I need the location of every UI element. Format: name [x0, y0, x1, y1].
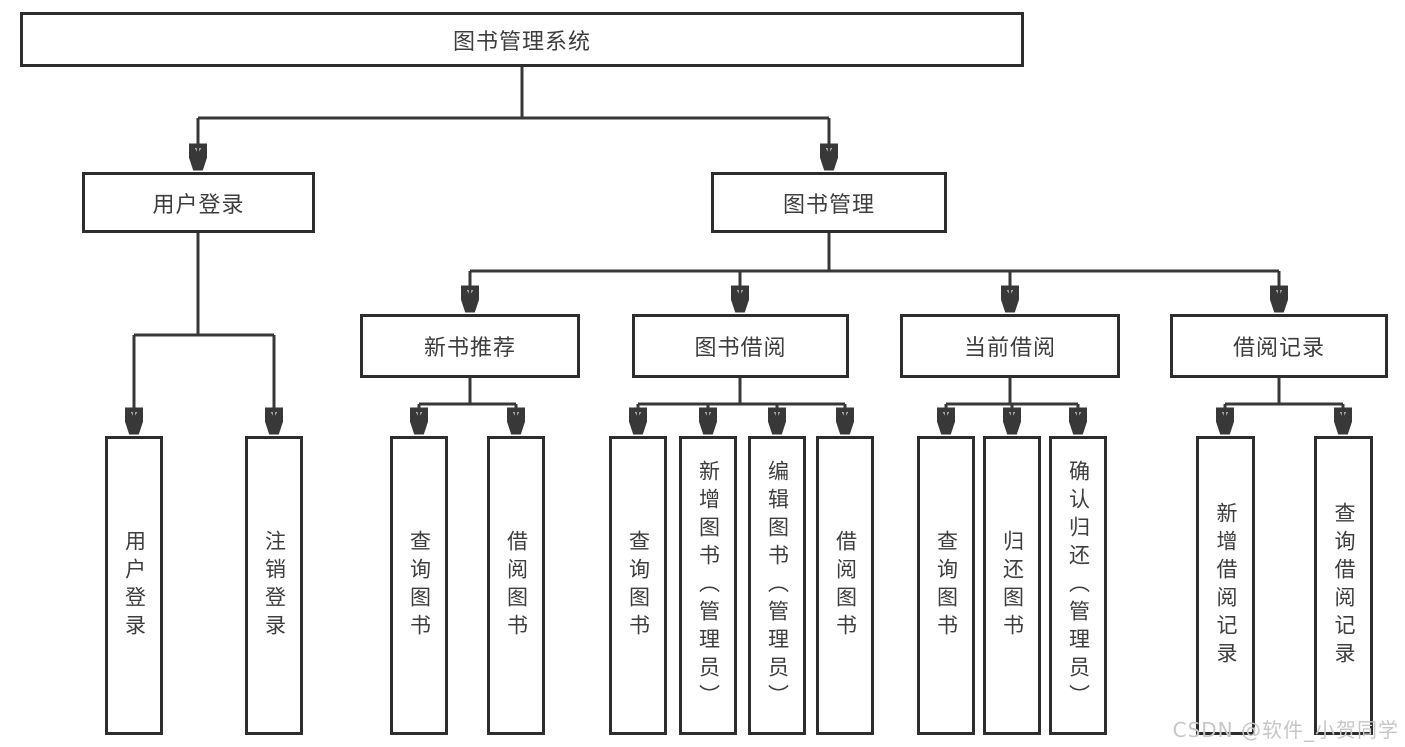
leaf-bb-query-book: 查询图书	[609, 436, 667, 735]
leaf-user-login-label: 用户登录	[122, 529, 147, 642]
leaf-cb-return-book: 归还图书	[983, 436, 1041, 735]
node-book-borrow-label: 图书借阅	[694, 336, 787, 361]
leaf-br-add-record-label: 新增借阅记录	[1214, 501, 1238, 670]
node-user-login: 用户登录	[82, 172, 315, 233]
leaf-nbr-borrow-book: 借阅图书	[487, 436, 545, 735]
leaf-user-login: 用户登录	[105, 436, 163, 735]
leaf-br-query-record-label: 查询借阅记录	[1332, 501, 1356, 670]
leaf-bb-edit-book-admin: 编辑图书（管理员）	[748, 436, 806, 735]
connector-book-borrow	[638, 378, 845, 406]
node-borrow-records-label: 借阅记录	[1232, 336, 1325, 361]
leaf-nbr-query-book: 查询图书	[390, 436, 448, 735]
csdn-watermark: CSDN @软件_小贺同学	[1172, 718, 1399, 742]
leaf-bb-add-book-admin: 新增图书（管理员）	[679, 436, 737, 735]
leaf-bb-add-book-admin-label: 新增图书（管理员）	[696, 459, 721, 712]
leaf-nbr-borrow-book-label: 借阅图书	[504, 529, 529, 642]
node-root: 图书管理系统	[20, 12, 1024, 67]
leaf-cb-query-book-label: 查询图书	[934, 529, 959, 642]
node-borrow-records: 借阅记录	[1170, 314, 1388, 378]
node-book-management-label: 图书管理	[782, 192, 875, 218]
leaf-bb-borrow-book-label: 借阅图书	[833, 529, 858, 642]
leaf-cb-return-book-label: 归还图书	[1000, 529, 1025, 642]
node-user-login-label: 用户登录	[152, 192, 245, 218]
node-book-management: 图书管理	[711, 172, 947, 233]
connector-current-borrow	[946, 378, 1078, 406]
leaf-logout: 注销登录	[245, 436, 303, 735]
leaf-bb-borrow-book: 借阅图书	[816, 436, 874, 735]
node-new-book-recommend-label: 新书推荐	[423, 336, 516, 361]
connector-book-management	[470, 233, 1279, 273]
connector-user-login	[134, 233, 274, 337]
leaf-br-query-record: 查询借阅记录	[1314, 436, 1373, 735]
leaf-logout-label: 注销登录	[262, 529, 287, 642]
leaf-cb-confirm-return-admin-label: 确认归还（管理员）	[1066, 459, 1091, 712]
leaf-br-add-record: 新增借阅记录	[1196, 436, 1255, 735]
leaf-bb-query-book-label: 查询图书	[626, 529, 651, 642]
connector-borrow-records	[1225, 378, 1343, 406]
node-current-borrow: 当前借阅	[900, 314, 1120, 378]
leaf-cb-query-book: 查询图书	[917, 436, 975, 735]
leaf-bb-edit-book-admin-label: 编辑图书（管理员）	[765, 459, 790, 712]
node-root-label: 图书管理系统	[452, 29, 591, 55]
leaf-cb-confirm-return-admin: 确认归还（管理员）	[1049, 436, 1107, 735]
leaf-nbr-query-book-label: 查询图书	[407, 529, 432, 642]
node-new-book-recommend: 新书推荐	[360, 314, 580, 378]
connector-root	[198, 67, 829, 120]
connector-new-book-recommend	[419, 378, 516, 406]
node-current-borrow-label: 当前借阅	[963, 336, 1056, 361]
node-book-borrow: 图书借阅	[632, 314, 849, 378]
